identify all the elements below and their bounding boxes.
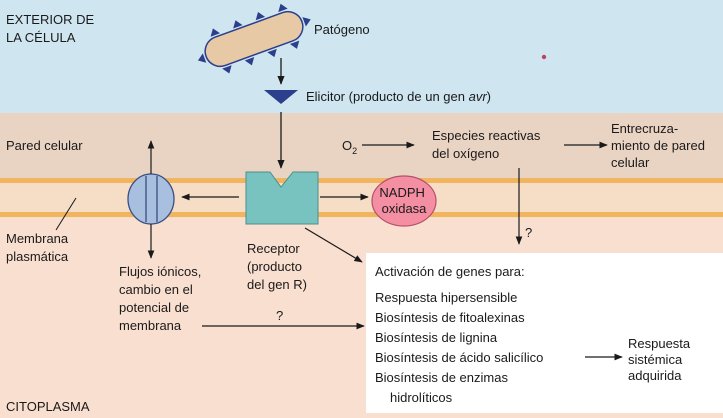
gene-item: hidrolíticos — [390, 390, 453, 405]
membrane-pointer — [55, 197, 77, 231]
nadph-label: NADPH oxidasa — [379, 185, 428, 216]
ion-channel-icon — [127, 173, 175, 225]
question-flux: ? — [276, 308, 283, 323]
gene-item: Biosíntesis de ácido salicílico — [375, 350, 543, 365]
gene-activation-box — [366, 253, 723, 413]
receptor-icon — [245, 171, 319, 225]
receptor-label: Receptor (producto del gen R) — [247, 241, 307, 292]
elicitor-icon — [264, 90, 298, 104]
membrane-top-line — [0, 178, 723, 183]
systemic-response-label: Respuesta sistémica adquirida — [628, 336, 694, 383]
gene-item: Biosíntesis de fitoalexinas — [375, 310, 525, 325]
cell-wall-label: Pared celular — [6, 138, 83, 153]
membrane-bottom-line — [0, 212, 723, 217]
gene-item: Respuesta hipersensible — [375, 290, 517, 305]
arrow-receptor-genes — [304, 227, 363, 263]
cytoplasm-label: CITOPLASMA — [6, 399, 90, 414]
gene-box-title: Activación de genes para: — [375, 264, 525, 279]
exterior-region — [0, 0, 723, 113]
pathogen-label: Patógeno — [314, 22, 370, 37]
nadph-oxidase-icon — [371, 175, 437, 227]
o2-label: O2 — [342, 138, 357, 156]
gene-item: Biosíntesis de enzimas — [375, 370, 508, 385]
elicitor-label: Elicitor (producto de un gen avr) — [306, 89, 491, 104]
ion-flux-label: Flujos iónicos, cambio en el potencial d… — [119, 264, 205, 333]
decorative-dot — [541, 54, 547, 60]
crosslink-label: Entrecruza- miento de pared celular — [611, 121, 709, 170]
membrane-label: Membrana plasmática — [6, 231, 72, 264]
gene-box-list: Respuesta hipersensible Biosíntesis de f… — [375, 290, 547, 405]
exterior-label: EXTERIOR DE LA CÉLULA — [6, 12, 98, 45]
gene-item: Biosíntesis de lignina — [375, 330, 498, 345]
question-ros: ? — [525, 225, 532, 240]
pathogen-icon — [197, 3, 311, 74]
ros-label: Especies reactivas del oxígeno — [432, 128, 544, 161]
